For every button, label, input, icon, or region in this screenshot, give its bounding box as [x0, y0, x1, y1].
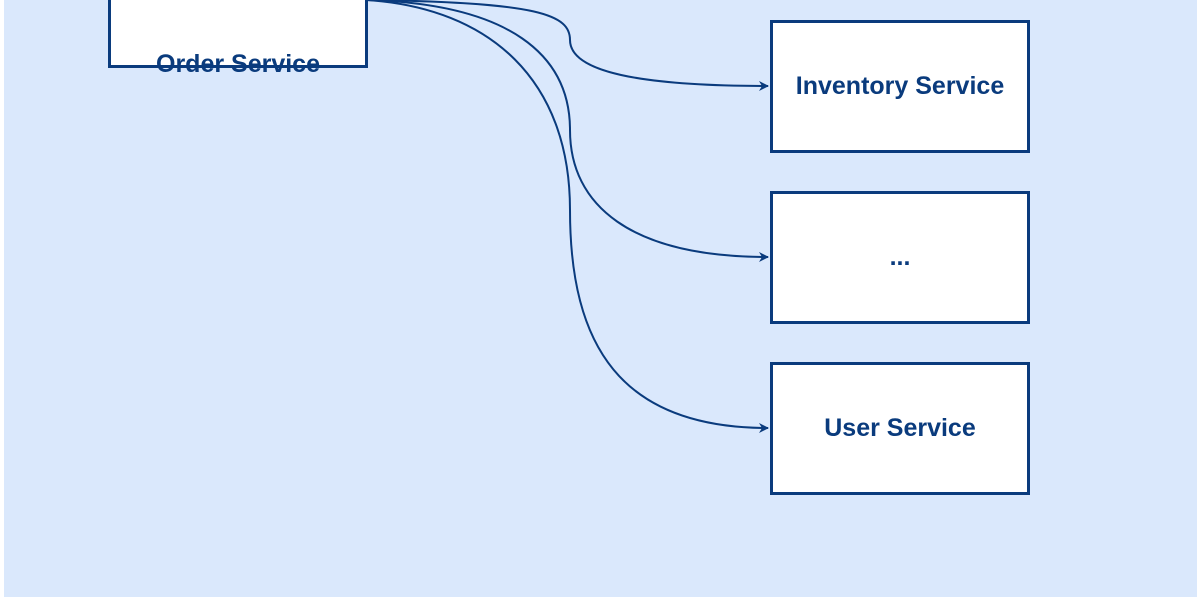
order-service-label: Order Service: [156, 49, 320, 78]
inventory-service-label: Inventory Service: [795, 72, 1005, 100]
order-service-box: Order Service: [108, 0, 368, 78]
ellipsis-service-box: ...: [770, 191, 1030, 324]
user-service-box: User Service: [770, 362, 1030, 495]
arrow-order-to-user: [366, 0, 769, 433]
arrow-order-to-ellipsis: [366, 0, 769, 262]
inventory-service-box: Inventory Service: [770, 20, 1030, 153]
ellipsis-service-label: ...: [889, 243, 911, 271]
arrow-order-to-inventory: [366, 0, 769, 91]
user-service-label: User Service: [824, 414, 976, 442]
